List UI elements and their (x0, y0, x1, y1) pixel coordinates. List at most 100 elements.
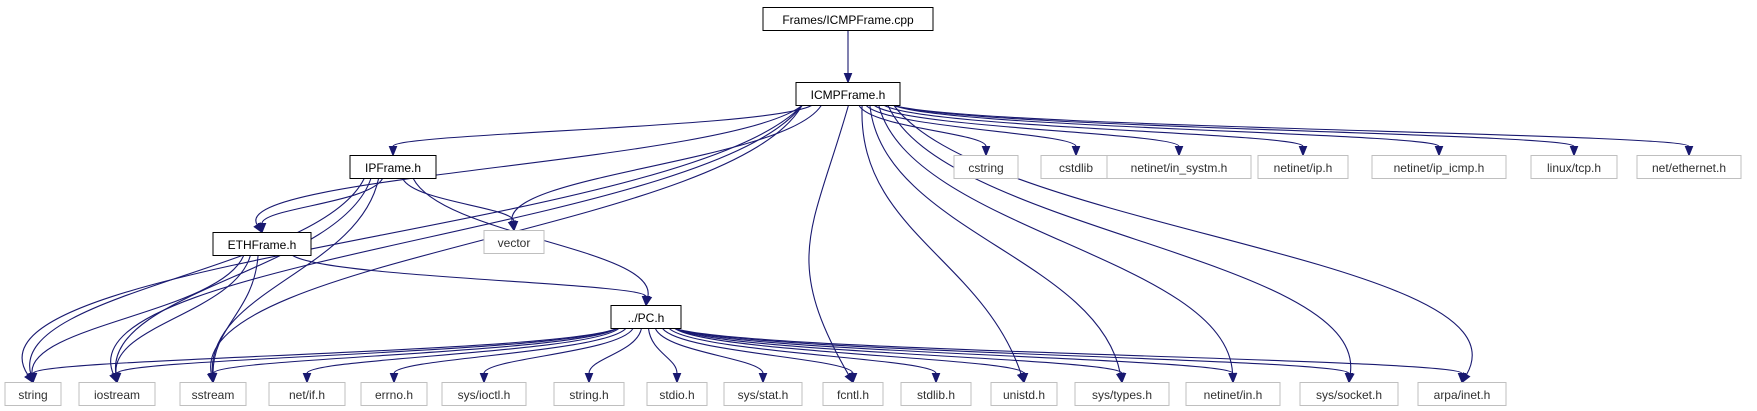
edge-line (674, 328, 1123, 375)
node-label: string.h (569, 388, 608, 402)
edge-pc-to-ioctl (479, 328, 634, 384)
node-sstream: sstream (179, 382, 247, 406)
node-label: errno.h (375, 388, 413, 402)
edge-line (306, 328, 620, 375)
edge-line (674, 328, 1025, 375)
node-box (553, 382, 625, 406)
edge-ethframe-to-pc (292, 255, 651, 307)
edge-pc-to-fcntl (662, 328, 858, 384)
edge-pc-to-string (28, 327, 618, 384)
node-label: string (18, 388, 47, 402)
edge-line (674, 327, 1463, 375)
node-box (1257, 155, 1349, 179)
node-ethframe[interactable]: ETHFrame.h (212, 232, 312, 256)
arrowhead-icon (931, 373, 941, 384)
arrowhead-icon (1434, 146, 1444, 157)
edge-line (887, 105, 1351, 374)
node-unistd: unistd.h (990, 382, 1058, 406)
node-box (900, 382, 972, 406)
edge-pc-to-netif (302, 328, 620, 384)
edge-line (878, 105, 1234, 374)
node-types: sys/types.h (1074, 382, 1170, 406)
arrowhead-icon (112, 373, 122, 384)
node-ipframe[interactable]: IPFrame.h (349, 155, 437, 179)
node-label: sys/ioctl.h (458, 388, 511, 402)
nodes-layer: Frames/ICMPFrame.cppICMPFrame.hIPFrame.h… (4, 7, 1742, 406)
node-label: linux/tcp.h (1547, 161, 1601, 175)
edge-line (869, 105, 1121, 374)
edge-line (865, 105, 1077, 148)
node-ip_icmp: netinet/ip_icmp.h (1371, 155, 1507, 179)
edge-line (483, 328, 634, 374)
arrowhead-icon (1174, 146, 1184, 157)
edge-line (588, 328, 642, 374)
edge-line (511, 105, 822, 222)
arrowhead-icon (388, 146, 398, 157)
node-box (646, 382, 708, 406)
node-box (795, 82, 901, 106)
edge-line (392, 105, 812, 148)
edge-line (412, 178, 649, 297)
edge-pc-to-unistd (674, 328, 1029, 384)
arrowhead-icon (981, 146, 991, 157)
edge-line (402, 178, 515, 222)
node-label: netinet/ip.h (1274, 161, 1333, 175)
node-label: stdlib.h (917, 388, 955, 402)
edge-line (21, 105, 803, 376)
arrowhead-icon (758, 373, 768, 384)
node-box (1371, 155, 1507, 179)
node-label: sys/stat.h (738, 388, 789, 402)
node-box (349, 155, 437, 179)
edge-pc-to-socket (674, 327, 1354, 384)
edge-pc-to-stdio (647, 328, 682, 384)
arrowhead-icon (1117, 373, 1127, 384)
edge-pc-to-iostream (112, 328, 618, 384)
node-label: vector (498, 236, 531, 250)
edge-line (893, 104, 1440, 148)
node-box (953, 155, 1019, 179)
arrowhead-icon (1019, 373, 1029, 384)
edge-ipframe-to-string (26, 178, 365, 384)
edge-pc-to-sstream (208, 328, 618, 384)
edge-line (116, 328, 618, 375)
node-label: stdio.h (659, 388, 694, 402)
edge-line (115, 255, 251, 374)
node-box (1185, 382, 1281, 406)
edge-line (668, 328, 937, 375)
arrowhead-icon (672, 373, 682, 384)
node-label: cstdlib (1059, 161, 1093, 175)
node-label: cstring (968, 161, 1003, 175)
node-box (360, 382, 428, 406)
node-pc[interactable]: ../PC.h (610, 305, 682, 329)
edge-line (292, 255, 647, 298)
node-box (762, 7, 934, 31)
node-icmp[interactable]: ICMPFrame.h (795, 82, 901, 106)
edge-line (32, 327, 618, 375)
node-tcp: linux/tcp.h (1530, 155, 1618, 179)
edge-line (808, 105, 849, 375)
node-stringh: string.h (553, 382, 625, 406)
node-errno: errno.h (360, 382, 428, 406)
node-fcntl: fcntl.h (822, 382, 884, 406)
edge-icmp-to-ip_icmp (893, 104, 1444, 157)
arrowhead-icon (302, 373, 312, 384)
edge-line (110, 105, 803, 375)
node-socket: sys/socket.h (1299, 382, 1399, 406)
edge-icmp-to-unistd (861, 105, 1026, 384)
edge-icmp-to-cstring (858, 105, 991, 157)
node-box (483, 230, 545, 254)
node-box (1530, 155, 1618, 179)
node-stdlib: stdlib.h (900, 382, 972, 406)
edge-pc-to-stringh (584, 328, 642, 384)
edge-root-to-icmp (843, 30, 853, 84)
node-root[interactable]: Frames/ICMPFrame.cpp (762, 7, 934, 31)
edge-pc-to-stdlib (668, 328, 941, 384)
arrowhead-icon (843, 73, 853, 84)
edge-line (647, 328, 678, 374)
node-ethernet: net/ethernet.h (1636, 155, 1742, 179)
node-stdio: stdio.h (646, 382, 708, 406)
node-label: net/ethernet.h (1652, 161, 1726, 175)
node-netin: netinet/in.h (1185, 382, 1281, 406)
edge-icmp-to-ethernet (893, 104, 1694, 157)
node-box (78, 382, 156, 406)
